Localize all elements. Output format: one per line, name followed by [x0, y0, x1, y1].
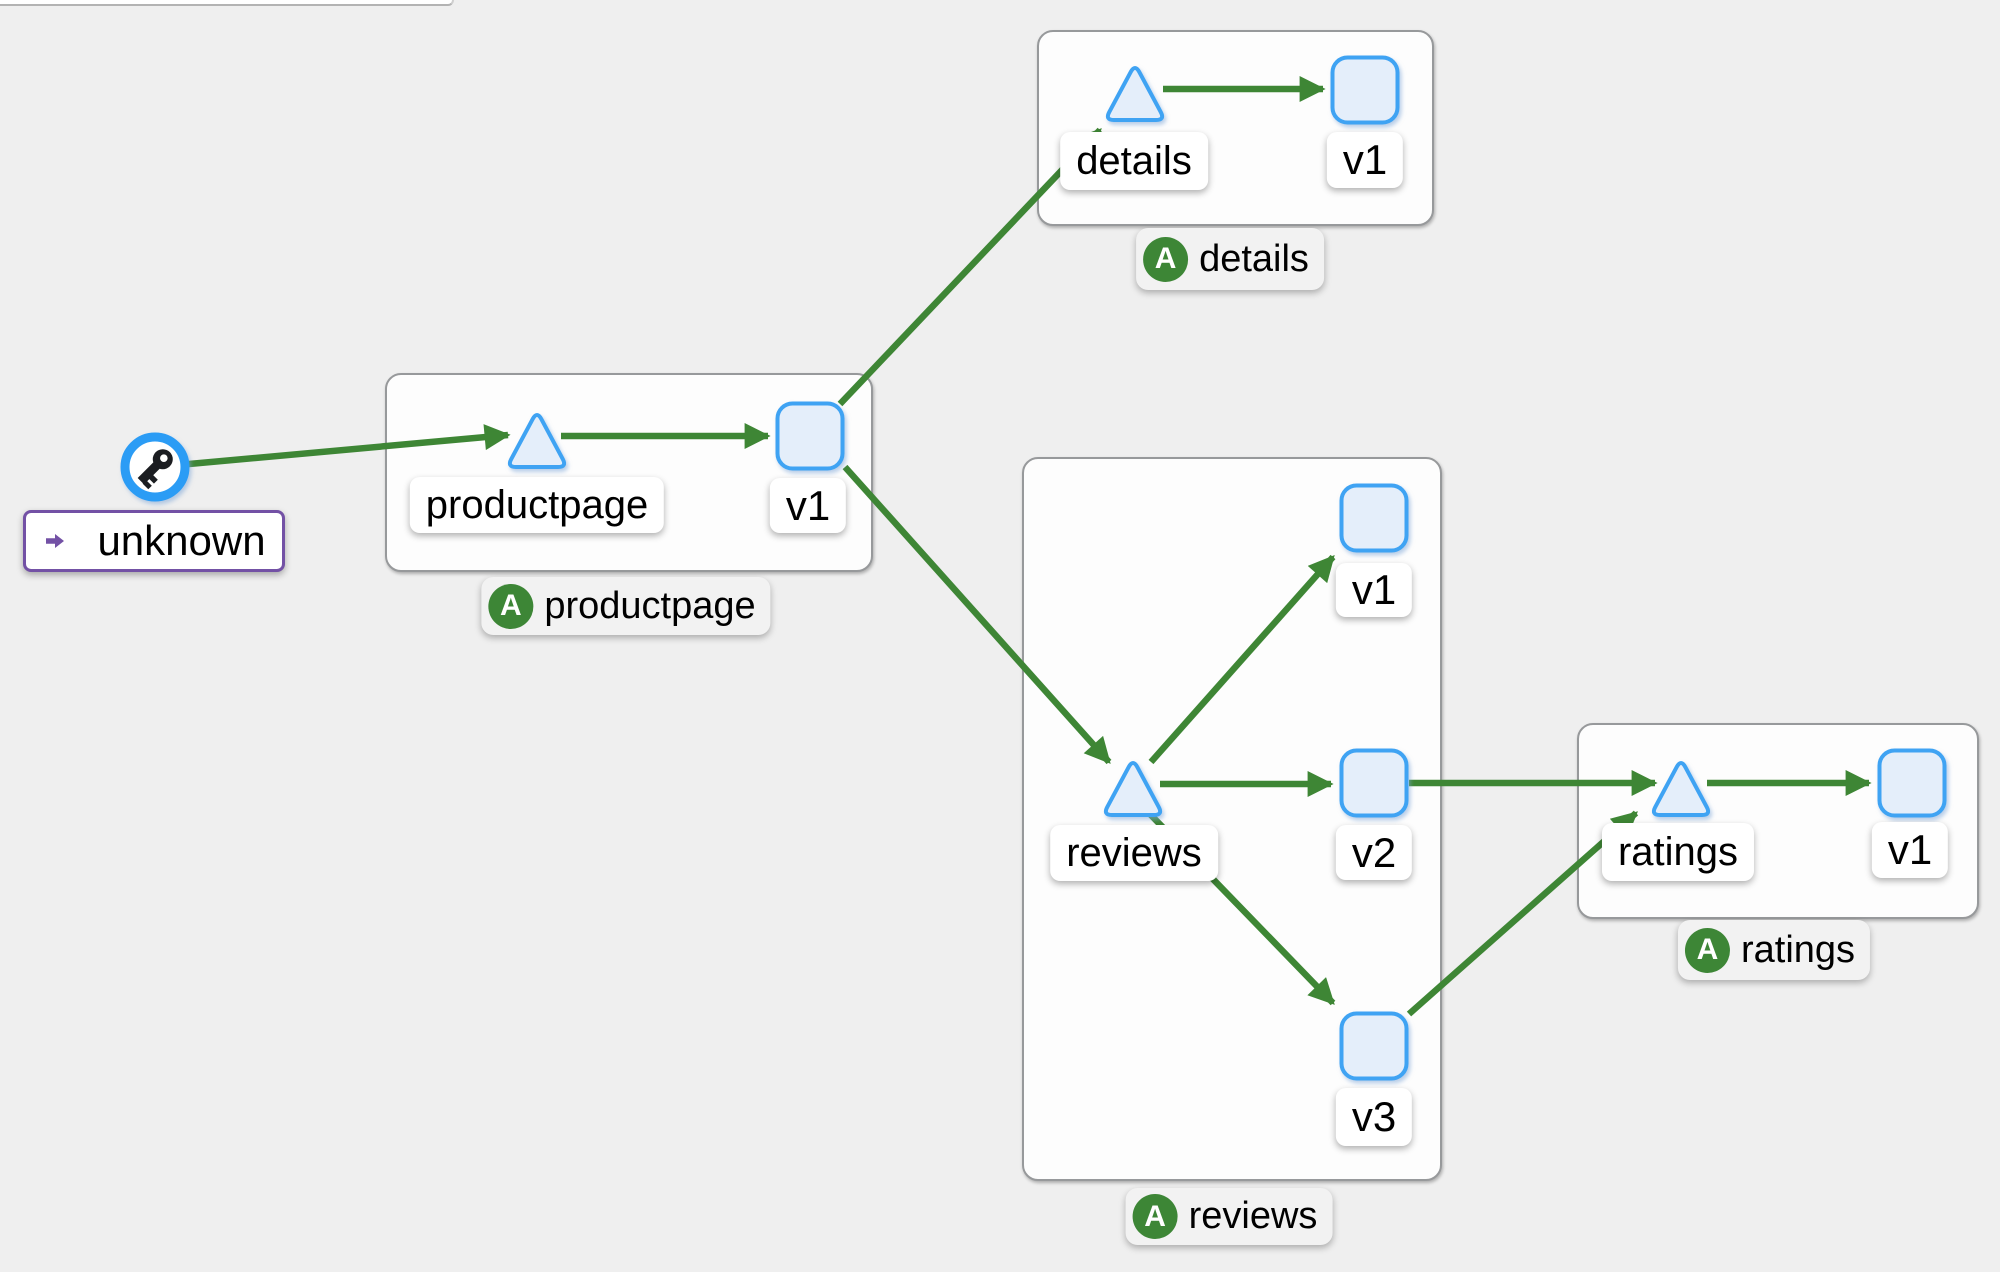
unknown-node-label[interactable]: unknown [23, 510, 285, 572]
app-badge-icon: A [1143, 236, 1189, 282]
version-label-productpage-v1[interactable]: v1 [769, 478, 847, 533]
node-reviews-v3[interactable] [1339, 1011, 1409, 1081]
root-badge [26, 513, 81, 569]
app-badge-label: details [1199, 237, 1309, 280]
node-ratings[interactable] [1651, 761, 1711, 817]
arrow-right-circle-icon [38, 525, 69, 557]
app-badge-icon: A [1132, 1194, 1178, 1239]
app-badge-ratings[interactable]: A ratings [1677, 920, 1871, 980]
toolbar-bottom-edge [0, 0, 454, 6]
node-reviews-v2[interactable] [1339, 748, 1409, 818]
node-reviews[interactable] [1103, 761, 1163, 817]
edges-group [188, 76, 1872, 1017]
edge-reviews-to-reviews-v1[interactable] [1148, 554, 1336, 765]
app-badge-icon: A [488, 583, 534, 629]
service-label-reviews[interactable]: reviews [1050, 825, 1218, 881]
version-label-reviews-v1[interactable]: v1 [1335, 563, 1413, 617]
edge-productpage-v1-to-details[interactable] [837, 127, 1103, 407]
node-productpage[interactable] [507, 413, 567, 469]
unknown-node-label-text: unknown [97, 517, 266, 564]
service-label-details[interactable]: details [1060, 132, 1208, 190]
edge-productpage-v1-to-reviews[interactable] [842, 464, 1112, 765]
node-productpage-v1[interactable] [775, 401, 845, 471]
app-badge-label: reviews [1188, 1195, 1318, 1237]
version-label-details-v1[interactable]: v1 [1326, 132, 1404, 188]
app-badge-reviews[interactable]: A reviews [1125, 1188, 1333, 1245]
node-reviews-v1[interactable] [1339, 483, 1409, 553]
app-badge-label: ratings [1740, 928, 1856, 971]
nodes-group [120, 55, 1947, 1081]
version-label-reviews-v3[interactable]: v3 [1335, 1088, 1413, 1146]
app-badge-details[interactable]: A details [1136, 228, 1324, 290]
app-badge-icon: A [1684, 927, 1730, 973]
node-details[interactable] [1105, 66, 1165, 122]
edge-unknown-to-productpage[interactable] [188, 424, 511, 468]
version-label-ratings-v1[interactable]: v1 [1871, 822, 1949, 878]
service-label-productpage[interactable]: productpage [409, 477, 665, 533]
version-label-reviews-v2[interactable]: v2 [1335, 825, 1413, 880]
edge-reviews-v3-to-ratings[interactable] [1406, 810, 1639, 1017]
service-label-ratings[interactable]: ratings [1601, 823, 1755, 881]
app-badge-productpage[interactable]: A productpage [481, 577, 771, 635]
key-icon [137, 449, 173, 490]
node-details-v1[interactable] [1330, 55, 1400, 125]
node-ratings-v1[interactable] [1877, 748, 1947, 818]
app-badge-label: productpage [544, 584, 756, 627]
